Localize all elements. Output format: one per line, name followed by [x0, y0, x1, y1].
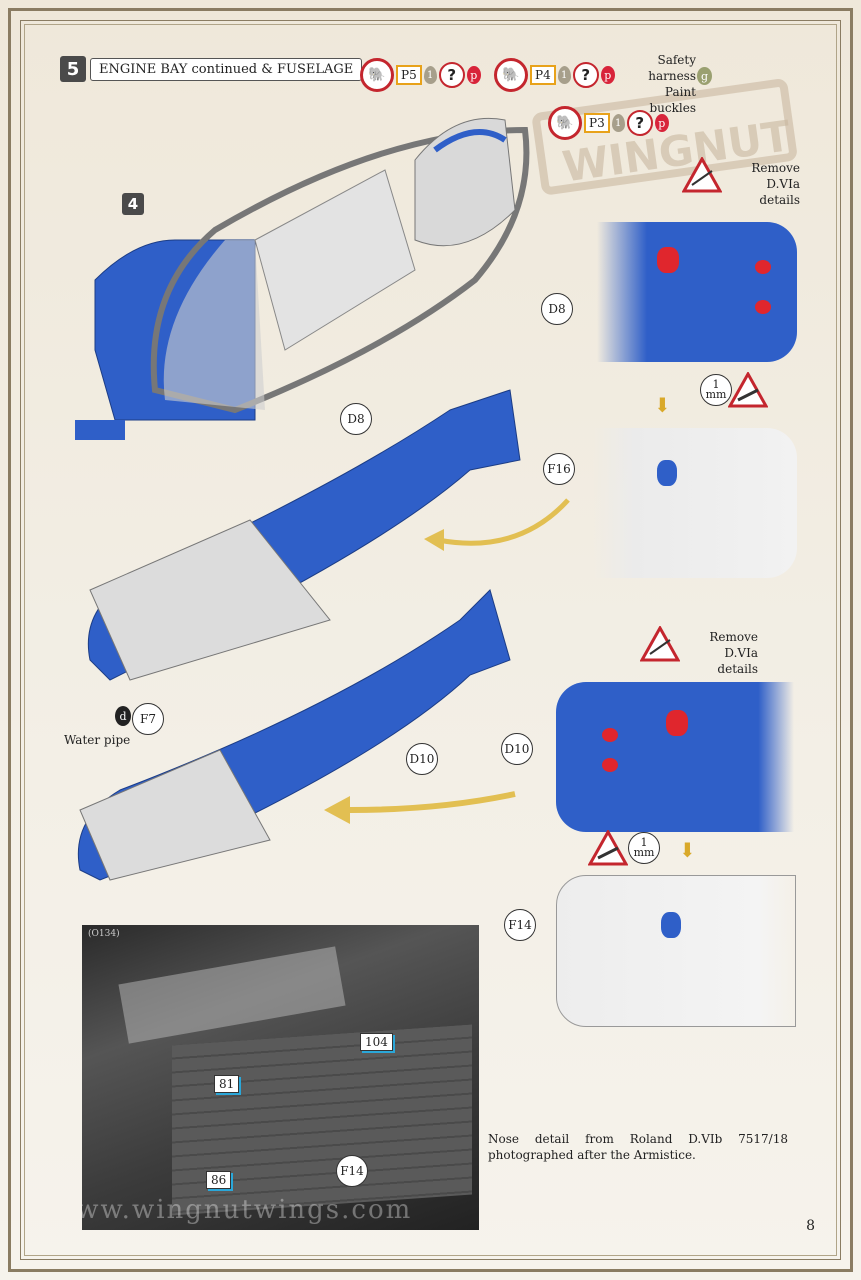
- paint-drop-icon: 1: [423, 66, 437, 84]
- page-number: 8: [806, 1218, 815, 1234]
- paint-group-p4: 🐘 P4 1 ? p: [494, 58, 615, 92]
- paint-group-p3: 🐘 P3 1 ? p: [548, 106, 669, 140]
- page-border-inner: [20, 20, 841, 1260]
- safety-harness-note: Safety harness Paint buckles: [648, 53, 696, 115]
- part-label: P4: [530, 65, 556, 85]
- red-fitting-marker: [657, 247, 679, 273]
- red-fitting-marker: [602, 758, 618, 772]
- paint-group-p5: 🐘 P5 1 ? p: [360, 58, 481, 92]
- remove-details-note-mid: Remove D.VIa details: [709, 630, 758, 676]
- d10-detail-panel: [556, 682, 794, 832]
- photo-tag-86: 86: [206, 1171, 232, 1189]
- callout-d8-side: D8: [541, 293, 573, 325]
- sub-assembly-badge: 4: [122, 193, 144, 215]
- photo-caption: Nose detail from Roland D.VIb 7517/18 ph…: [488, 1132, 788, 1162]
- green-paint-drop-icon: g: [697, 67, 712, 85]
- paint-drop-icon: 1: [557, 66, 571, 84]
- red-fitting-marker: [755, 260, 771, 274]
- callout-d10-main: D10: [406, 743, 438, 775]
- curved-arrow-icon: [424, 498, 570, 551]
- water-pipe-label: Water pipe: [64, 733, 131, 747]
- part-label: P5: [396, 65, 422, 85]
- question-icon: ?: [626, 110, 653, 136]
- red-fitting-marker: [755, 300, 771, 314]
- elephant-icon: 🐘: [360, 58, 394, 92]
- blue-fitting-marker: [657, 460, 677, 486]
- url-watermark: www.wingnutwings.com: [82, 1195, 413, 1225]
- left-arrow-icon: [324, 791, 516, 824]
- wing-shape: [118, 946, 346, 1044]
- historical-photo: (O134) 104 81 86 F14 www.wingnutwings.co…: [82, 925, 479, 1230]
- red-paint-drop-icon: p: [654, 114, 669, 132]
- part-label: P3: [584, 113, 610, 133]
- remove-warning-icon: [640, 626, 680, 662]
- photo-tag-81: 81: [214, 1075, 240, 1093]
- wingnut-logo-watermark: WINGNUT WINGS: [532, 79, 800, 195]
- step-title: ENGINE BAY continued & FUSELAGE: [90, 57, 363, 81]
- elephant-icon: 🐘: [494, 58, 528, 92]
- page-border: [8, 8, 853, 1272]
- fuselage-d10-diagram: [77, 589, 511, 881]
- drill-warning-icon: [728, 372, 768, 408]
- callout-f14-photo: F14: [336, 1155, 368, 1187]
- callout-d8-main: D8: [340, 403, 372, 435]
- d8-detail-panel: [597, 222, 797, 362]
- callout-f7: F7: [132, 703, 164, 735]
- callout-f16: F16: [543, 453, 575, 485]
- question-icon: ?: [438, 62, 465, 88]
- callout-d10-side: D10: [501, 733, 533, 765]
- down-arrow-icon: ⬇: [654, 393, 671, 417]
- elephant-icon: 🐘: [548, 106, 582, 140]
- drop-tag-icon: d: [115, 706, 131, 726]
- f16-detail-panel: [593, 428, 797, 578]
- photo-id: (O134): [88, 929, 120, 939]
- red-fitting-marker: [602, 728, 618, 742]
- callout-f14-side: F14: [504, 909, 536, 941]
- blue-fitting-marker: [661, 912, 681, 938]
- red-paint-drop-icon: p: [600, 66, 615, 84]
- photo-tag-104: 104: [360, 1033, 393, 1051]
- question-icon: ?: [572, 62, 599, 88]
- red-paint-drop-icon: p: [466, 66, 481, 84]
- engine-bay-diagram: [75, 117, 530, 440]
- fuselage-d8-diagram: [87, 389, 521, 681]
- drill-warning-icon: [588, 830, 628, 866]
- red-fitting-marker: [666, 710, 688, 736]
- f14-detail-panel: [556, 875, 796, 1027]
- step-number: 5: [60, 56, 86, 82]
- step-header: 5 ENGINE BAY continued & FUSELAGE: [60, 56, 363, 82]
- remove-warning-icon: [682, 157, 722, 193]
- remove-details-note-top: Remove D.VIa details: [751, 161, 800, 207]
- page-border-inner2: [24, 24, 837, 1256]
- down-arrow-icon: ⬇: [679, 838, 696, 862]
- paint-drop-icon: 1: [611, 114, 625, 132]
